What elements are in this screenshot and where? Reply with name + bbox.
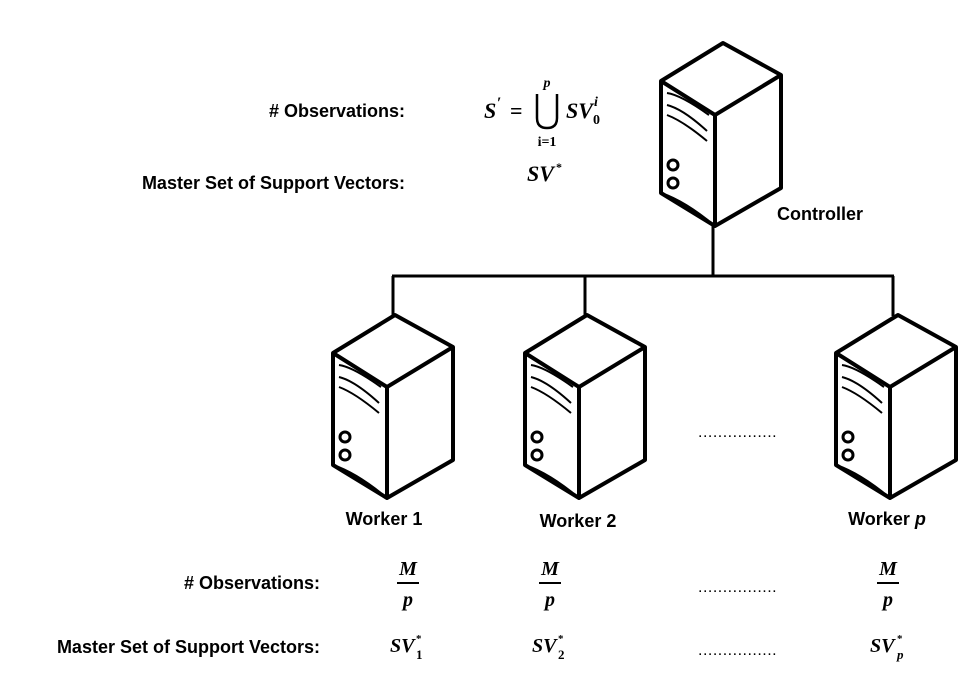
- worker-p-label: Worker p: [848, 509, 926, 529]
- formula-term: SV: [566, 98, 595, 123]
- worker-2-server-icon: [523, 313, 647, 500]
- worker-1-server-icon: [331, 313, 455, 500]
- fraction-numerator: M: [540, 558, 560, 580]
- worker-2-label: Worker 2: [540, 511, 617, 531]
- sv-sub: 2: [558, 647, 565, 662]
- controller-support-label: Master Set of Support Vectors:: [142, 173, 405, 193]
- controller-observations-label: # Observations:: [269, 101, 405, 121]
- worker-1-support-vectors: SV * 1: [390, 633, 423, 662]
- support-ellipsis: ................: [698, 642, 777, 659]
- worker-2-support-vectors: SV * 2: [532, 633, 565, 662]
- controller-server-icon: [659, 41, 783, 228]
- fraction-numerator: M: [878, 558, 898, 580]
- servers-ellipsis: ................: [698, 424, 777, 441]
- fraction-denominator: p: [401, 589, 413, 611]
- union-upper-limit: p: [543, 76, 551, 91]
- sv-sup: *: [416, 633, 422, 645]
- observations-ellipsis: ................: [698, 579, 777, 596]
- controller-label: Controller: [777, 204, 863, 224]
- sv-base: SV: [532, 635, 558, 657]
- fraction-numerator: M: [398, 558, 418, 580]
- fraction-denominator: p: [881, 589, 893, 611]
- worker-1-fraction: M p: [397, 558, 419, 611]
- fraction-denominator: p: [543, 589, 555, 611]
- formula-equals: =: [510, 98, 523, 123]
- formula-prime: ′: [497, 95, 502, 112]
- controller-support-value: SV *: [527, 160, 562, 186]
- union-formula: S ′ = p i=1 SV i 0: [484, 76, 600, 150]
- workers-support-label: Master Set of Support Vectors:: [57, 637, 320, 657]
- support-value-base: SV: [527, 161, 556, 186]
- support-value-sup: *: [556, 160, 562, 174]
- sv-base: SV: [870, 635, 896, 657]
- formula-term-sub: 0: [593, 113, 600, 128]
- network-wires: [391, 223, 895, 316]
- sv-sup: *: [558, 633, 564, 645]
- union-lower-limit: i=1: [538, 135, 557, 150]
- sv-sub: p: [896, 647, 904, 662]
- sv-sup: *: [897, 633, 903, 645]
- worker-2-fraction: M p: [539, 558, 561, 611]
- worker-p-fraction: M p: [877, 558, 899, 611]
- sv-sub: 1: [416, 647, 423, 662]
- sv-base: SV: [390, 635, 416, 657]
- worker-p-support-vectors: SV * p: [870, 633, 904, 662]
- worker-p-server-icon: [834, 313, 958, 500]
- workers-observations-label: # Observations:: [184, 573, 320, 593]
- formula-term-sup: i: [594, 95, 598, 110]
- worker-1-label: Worker 1: [346, 509, 423, 529]
- formula-lhs: S: [484, 98, 496, 123]
- union-symbol: [535, 94, 559, 130]
